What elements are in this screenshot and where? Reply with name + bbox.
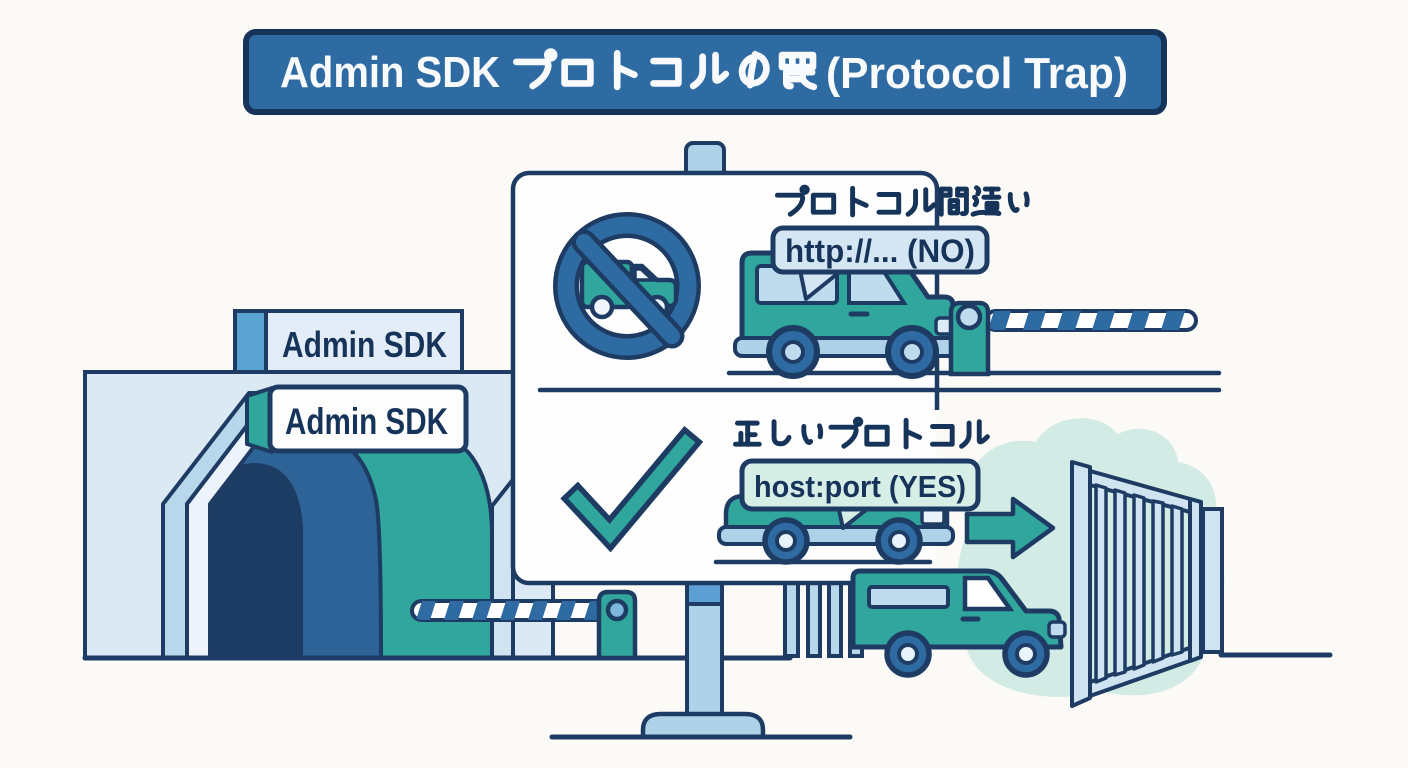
svg-text:http://... (NO): http://... (NO): [785, 233, 975, 269]
svg-text:(Protocol Trap): (Protocol Trap): [826, 49, 1128, 98]
svg-text:host:port (YES): host:port (YES): [754, 469, 966, 504]
svg-text:Admin SDK: Admin SDK: [285, 401, 448, 442]
svg-text:Admin SDK: Admin SDK: [280, 48, 500, 97]
svg-text:Admin SDK: Admin SDK: [282, 324, 447, 365]
